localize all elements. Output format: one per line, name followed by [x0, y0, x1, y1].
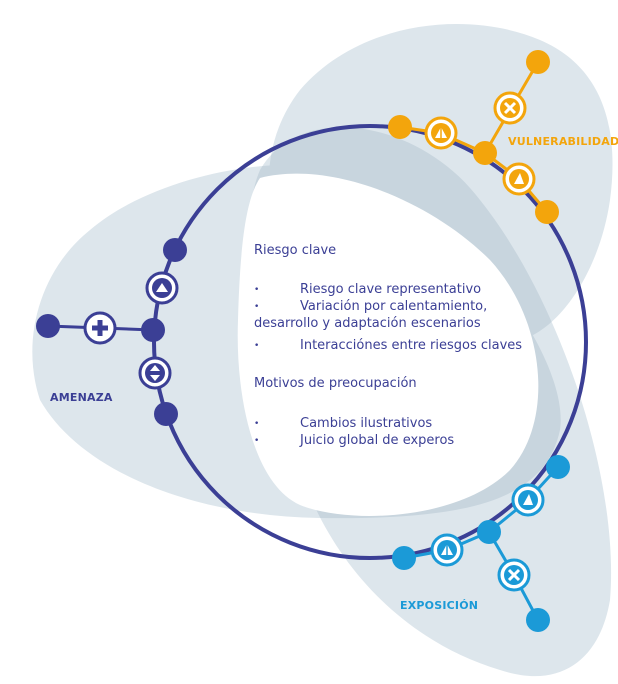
motivos-heading: Motivos de preocupación	[254, 376, 417, 391]
triangle-icon	[502, 162, 536, 196]
vulnerabilidad-node	[526, 50, 550, 74]
vulnerabilidad-label: VULNERABILIDAD	[508, 135, 618, 148]
triangle-icon	[511, 483, 545, 517]
main-ring	[152, 124, 588, 560]
vulnerabilidad-node	[473, 141, 497, 165]
exposicion-node	[392, 546, 416, 570]
bullet: •	[254, 302, 260, 312]
vulnerabilidad-node	[535, 200, 559, 224]
bullet: •	[254, 285, 260, 295]
up-down-icon	[138, 356, 172, 390]
exposicion-label: EXPOSICIÓN	[400, 599, 479, 612]
triangle-split-icon	[424, 116, 458, 150]
exposicion-node	[477, 520, 501, 544]
vulnerabilidad-node	[388, 115, 412, 139]
cross-icon	[493, 91, 527, 125]
exposicion-node	[526, 608, 550, 632]
center-region	[237, 173, 539, 516]
amenaza-node	[141, 318, 165, 342]
list-item: Riesgo clave representativo	[300, 282, 482, 297]
amenaza-label: AMENAZA	[50, 391, 113, 404]
list-item: Cambios ilustrativos	[300, 416, 433, 431]
plus-icon	[83, 311, 117, 345]
up-triangle-icon	[145, 271, 179, 305]
cross-icon	[497, 558, 531, 592]
exposicion-node	[546, 455, 570, 479]
exposicion-branch	[392, 455, 570, 632]
bullet: •	[254, 436, 260, 446]
vulnerabilidad-branch	[388, 50, 559, 224]
amenaza-branch	[36, 238, 187, 426]
amenaza-node	[163, 238, 187, 262]
triangle-split-icon	[430, 533, 464, 567]
bullet: •	[254, 341, 260, 351]
amenaza-node	[36, 314, 60, 338]
amenaza-node	[154, 402, 178, 426]
list-item: Interacciónes entre riesgos claves	[300, 338, 523, 353]
list-item: desarrollo y adaptación escenarios	[254, 316, 481, 331]
bullet: •	[254, 419, 260, 429]
list-item: Variación por calentamiento,	[300, 299, 488, 314]
list-item: Juicio global de experos	[300, 433, 455, 448]
riesgo-clave-heading: Riesgo clave	[254, 243, 337, 258]
